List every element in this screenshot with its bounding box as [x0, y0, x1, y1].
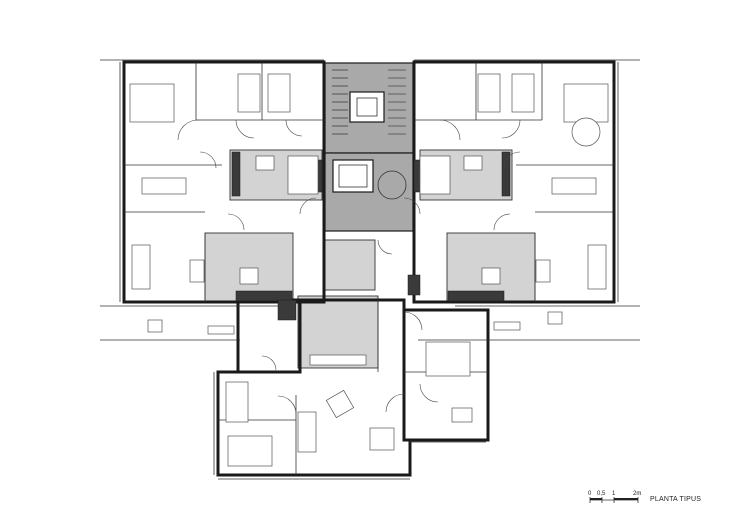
single-bed-left-2	[267, 73, 291, 113]
dining-table-south	[369, 427, 395, 451]
east-wing-wall	[404, 308, 490, 442]
partitions	[124, 62, 614, 475]
left-block-wall	[122, 60, 326, 304]
scale-label-2m: 2m	[633, 491, 641, 497]
dining-table-kitchen-right	[481, 267, 501, 285]
laundry-center	[324, 239, 376, 291]
single-bed-right-2	[511, 73, 535, 113]
double-bed-east	[425, 341, 471, 377]
table-east	[451, 407, 473, 423]
desk-south	[297, 411, 317, 453]
balconies	[100, 59, 640, 443]
plan-title: PLANTA TIPUS	[650, 496, 701, 503]
single-bed-right	[477, 73, 501, 113]
balcony-table-right	[547, 311, 563, 325]
double-bed-right	[563, 83, 609, 123]
stair-well	[356, 97, 378, 117]
scale-bar: 0 0,5 1 2m	[588, 491, 641, 503]
scale-label-0: 0	[588, 491, 592, 497]
round-table-right	[571, 117, 601, 147]
bathtub-right	[419, 155, 451, 195]
elevator-car	[338, 164, 368, 188]
doors	[177, 119, 521, 415]
sofa-left	[131, 244, 151, 290]
spiral-turn	[377, 170, 407, 200]
double-bed-left	[129, 83, 175, 123]
basin-right	[463, 155, 483, 171]
outer-walls	[122, 60, 616, 477]
dining-table-left	[141, 177, 187, 195]
stair-treads	[332, 69, 406, 135]
basin-left	[255, 155, 275, 171]
armchair-left	[189, 259, 205, 283]
scale-label-half: 0,5	[597, 491, 606, 497]
armchair-south	[325, 389, 355, 419]
bathtub-left	[287, 155, 319, 195]
stair-landing	[349, 91, 385, 123]
dining-table-right	[551, 177, 597, 195]
central-core	[324, 62, 414, 232]
furniture	[129, 73, 609, 467]
balcony-bench-left	[207, 325, 235, 335]
kitchen-left	[204, 232, 294, 302]
balcony-bench-right	[493, 321, 521, 331]
armchair-right	[535, 259, 551, 283]
double-bed-south	[227, 435, 273, 467]
kitchen-counter-center	[309, 354, 367, 366]
dining-table-kitchen-left	[239, 267, 259, 285]
balcony-table-left	[147, 319, 163, 333]
windows	[119, 62, 619, 480]
single-bed-left	[237, 73, 261, 113]
scale-label-1: 1	[612, 491, 616, 497]
single-bed-south	[225, 381, 249, 423]
sofa-right	[587, 244, 607, 290]
kitchen-right	[446, 232, 536, 302]
